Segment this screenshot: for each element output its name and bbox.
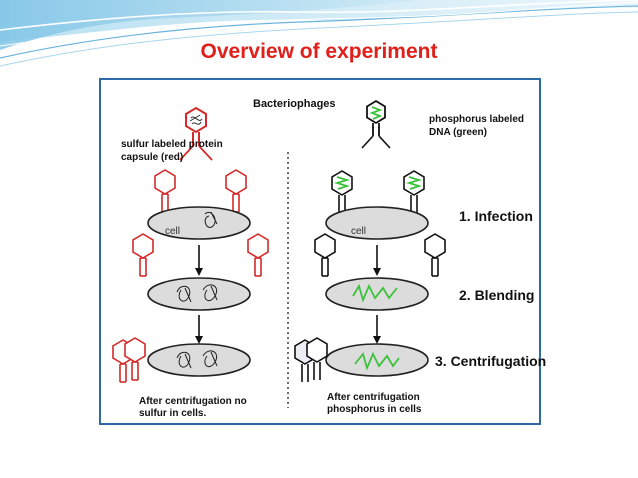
left-label-line1: sulfur labeled protein bbox=[121, 139, 223, 150]
left-cell-1 bbox=[147, 206, 251, 240]
right-result-line2: phosphorus in cells bbox=[327, 404, 422, 415]
step-1-label: 1. Infection bbox=[459, 208, 533, 224]
step-2-label: 2. Blending bbox=[459, 287, 534, 303]
left-cell-3 bbox=[147, 343, 251, 377]
header-wave-decoration bbox=[0, 0, 638, 67]
step-3-label: 3. Centrifugation bbox=[435, 353, 546, 369]
right-label-line1: phosphorus labeled bbox=[429, 114, 524, 125]
bacteriophages-label: Bacteriophages bbox=[253, 98, 336, 110]
left-phage-attached-1 bbox=[154, 169, 176, 213]
left-result-line1: After centrifugation no bbox=[139, 396, 247, 407]
sulfur-labeled-phage-icon bbox=[179, 106, 213, 161]
left-phage-free-1 bbox=[132, 233, 154, 277]
slide-title: Overview of experiment bbox=[200, 40, 438, 63]
right-cell-2-dna bbox=[352, 283, 398, 303]
left-cell-2-dna bbox=[176, 284, 218, 303]
right-cell-label: cell bbox=[351, 226, 366, 237]
left-cell-3-dna bbox=[176, 350, 218, 369]
left-result-line2: sulfur in cells. bbox=[139, 408, 206, 419]
hershey-chase-diagram: Bacteriophages sulfur labeled protein ca… bbox=[112, 98, 546, 419]
right-result-line1: After centrifugation bbox=[327, 392, 420, 403]
left-label-line2: capsule (red) bbox=[121, 152, 183, 163]
left-cell-1-dna bbox=[204, 211, 218, 228]
right-phage-free-2 bbox=[424, 233, 446, 277]
left-arrow-2-head bbox=[195, 336, 203, 344]
diagram-frame: Bacteriophages sulfur labeled protein ca… bbox=[99, 78, 546, 425]
right-pellet-phage-2 bbox=[306, 337, 328, 380]
phosphorus-labeled-phage-icon bbox=[361, 99, 391, 149]
right-cell-3-dna bbox=[354, 351, 400, 371]
left-arrow-1-head bbox=[195, 268, 203, 276]
right-cell-1 bbox=[325, 206, 429, 240]
right-arrow-2-head bbox=[373, 336, 381, 344]
right-arrow-1-head bbox=[373, 268, 381, 276]
left-cell-2 bbox=[147, 277, 251, 311]
right-label-line2: DNA (green) bbox=[429, 127, 487, 138]
left-phage-free-2 bbox=[247, 233, 269, 277]
right-phage-free-1 bbox=[314, 233, 336, 277]
right-cell-2 bbox=[325, 277, 429, 311]
left-cell-label: cell bbox=[165, 226, 180, 237]
left-phage-attached-2 bbox=[225, 169, 247, 213]
bacteriophages-header: Bacteriophages bbox=[253, 98, 336, 110]
